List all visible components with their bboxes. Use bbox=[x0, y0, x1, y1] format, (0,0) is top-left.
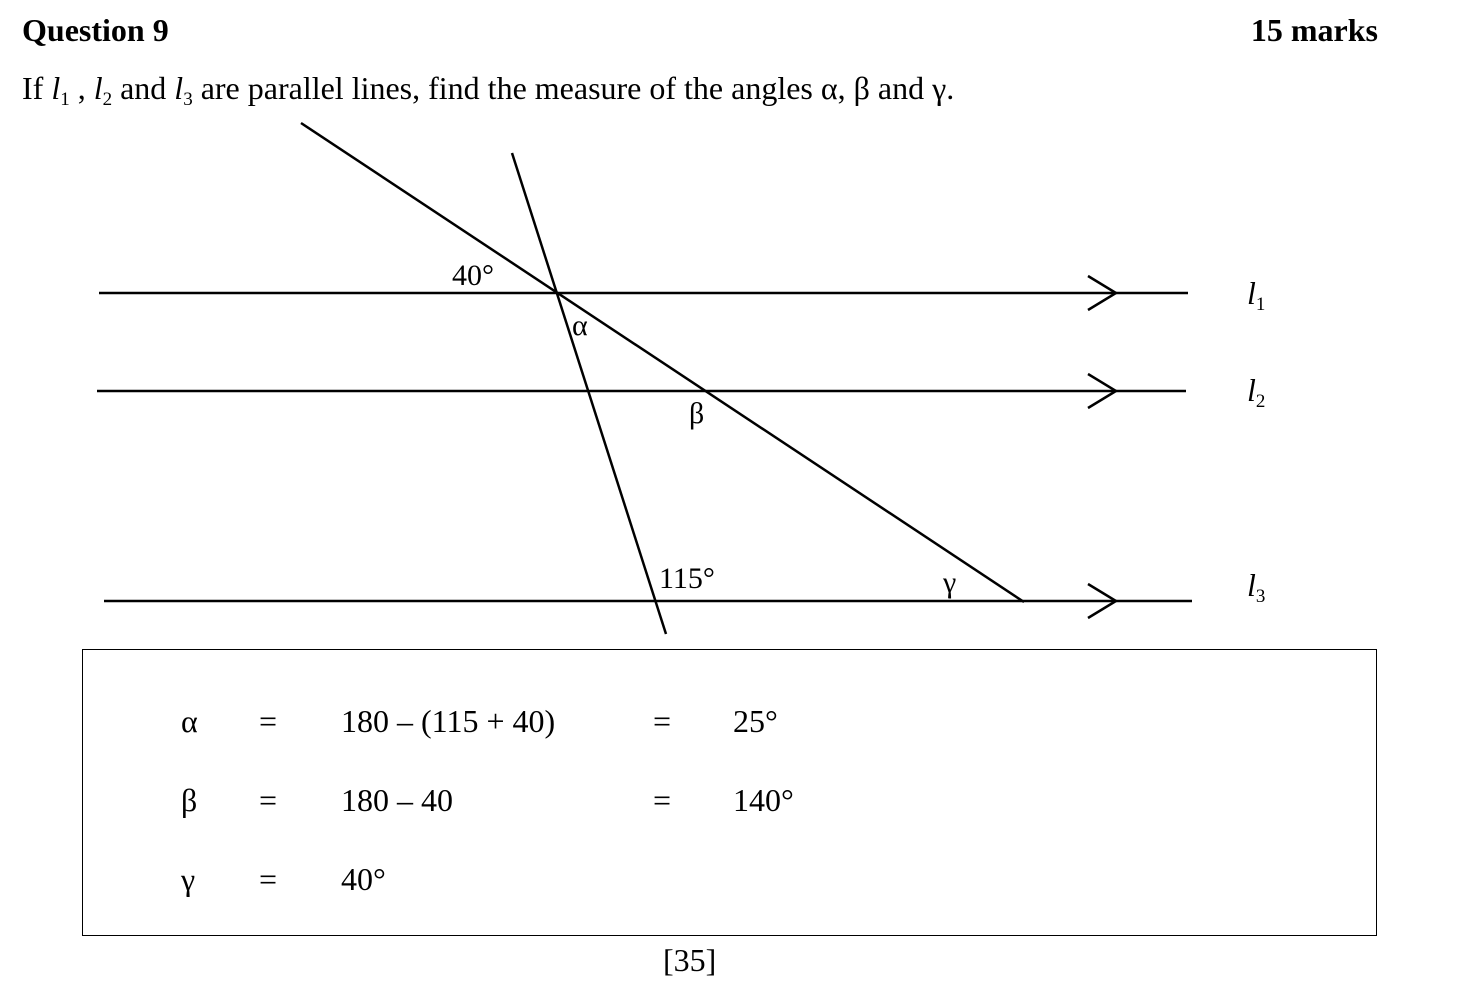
label-beta: β bbox=[689, 397, 704, 430]
label-40-degrees: 40° bbox=[452, 259, 494, 292]
question-separator: , bbox=[69, 70, 94, 106]
label-l3-sub: 3 bbox=[1256, 586, 1266, 607]
answer-var: β bbox=[181, 782, 198, 818]
l3-subscript: 3 bbox=[183, 89, 193, 110]
label-l1: l1 bbox=[1247, 275, 1265, 315]
label-l3-letter: l bbox=[1247, 567, 1256, 603]
question-suffix: are parallel lines, find the measure of … bbox=[192, 70, 955, 106]
answer-result: 140° bbox=[733, 782, 794, 818]
label-115-degrees: 115° bbox=[659, 562, 715, 595]
answer-var: γ bbox=[181, 861, 196, 897]
answer-var: α bbox=[181, 703, 198, 739]
answer-expression: 180 – 40 bbox=[341, 782, 453, 818]
question-title: Question 9 bbox=[22, 12, 169, 48]
page-number: [35] bbox=[663, 942, 717, 978]
question-marks: 15 marks bbox=[1250, 12, 1378, 48]
label-l1-sub: 1 bbox=[1256, 294, 1266, 315]
label-alpha: α bbox=[572, 309, 588, 342]
l1-subscript: 1 bbox=[60, 89, 70, 110]
answer-equals-2: = bbox=[653, 782, 672, 818]
l1-arrow-icon bbox=[1087, 274, 1119, 312]
answer-equals: = bbox=[259, 861, 278, 897]
transversal-steep bbox=[510, 152, 668, 635]
parallel-lines-diagram: 40° α β 115° γ l1 l2 l3 bbox=[97, 121, 1265, 635]
l1-letter: l bbox=[51, 70, 61, 106]
question-and: and bbox=[112, 70, 175, 106]
label-l3: l3 bbox=[1247, 567, 1265, 607]
question-text: If l1 , l2 and l3 are parallel lines, fi… bbox=[22, 70, 955, 110]
l3-letter: l bbox=[174, 70, 184, 106]
label-l2-sub: 2 bbox=[1256, 391, 1266, 412]
answer-result: 25° bbox=[733, 703, 778, 739]
label-gamma: γ bbox=[942, 566, 956, 599]
question-prefix: If bbox=[22, 70, 52, 106]
answer-box: α = 180 – (115 + 40) = 25° β = 180 – 40 … bbox=[82, 649, 1377, 936]
label-l2-letter: l bbox=[1247, 372, 1256, 408]
transversal-long bbox=[300, 121, 1025, 604]
l2-arrow-icon bbox=[1087, 372, 1119, 410]
l3-arrow-icon bbox=[1087, 582, 1119, 620]
answer-expression: 40° bbox=[341, 861, 386, 897]
l2-subscript: 2 bbox=[102, 89, 113, 110]
label-l2: l2 bbox=[1247, 372, 1265, 412]
l2-letter: l bbox=[93, 70, 103, 106]
label-l1-letter: l bbox=[1247, 275, 1256, 311]
answer-expression: 180 – (115 + 40) bbox=[341, 703, 556, 739]
answer-equals-2: = bbox=[653, 703, 672, 739]
answer-equals: = bbox=[259, 782, 278, 818]
answer-equals: = bbox=[259, 703, 278, 739]
